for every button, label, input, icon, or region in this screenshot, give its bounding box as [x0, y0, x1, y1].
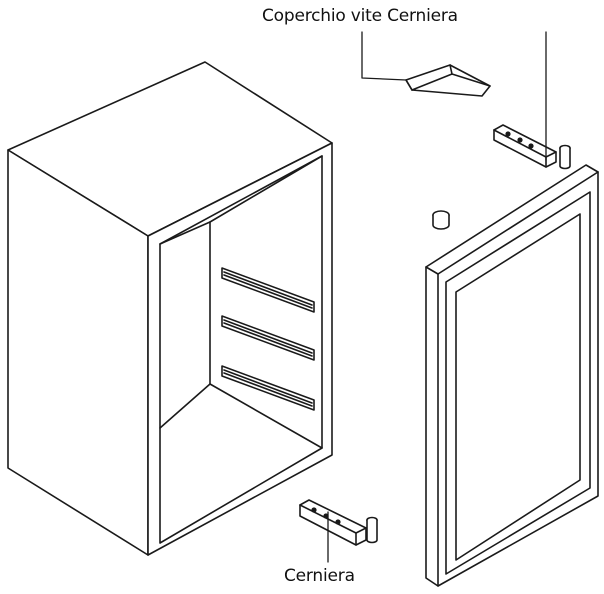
shelf-rail-top: [221, 267, 315, 313]
leader-lines: [327, 31, 547, 563]
door-pin: [432, 210, 450, 230]
leader-hinge-cover: [361, 31, 407, 81]
hinge-cover-label: Coperchio vite Cerniera: [262, 6, 458, 26]
cabinet-body: [7, 61, 333, 556]
shelf-rail-bottom: [221, 365, 315, 411]
bottom-hinge: [299, 499, 378, 546]
hinge-screw-cover: [405, 64, 491, 97]
shelf-rail-middle: [221, 315, 315, 361]
top-hinge: [493, 124, 571, 170]
hinge-label: Cerniera: [284, 566, 355, 586]
door-panel: [425, 164, 599, 587]
